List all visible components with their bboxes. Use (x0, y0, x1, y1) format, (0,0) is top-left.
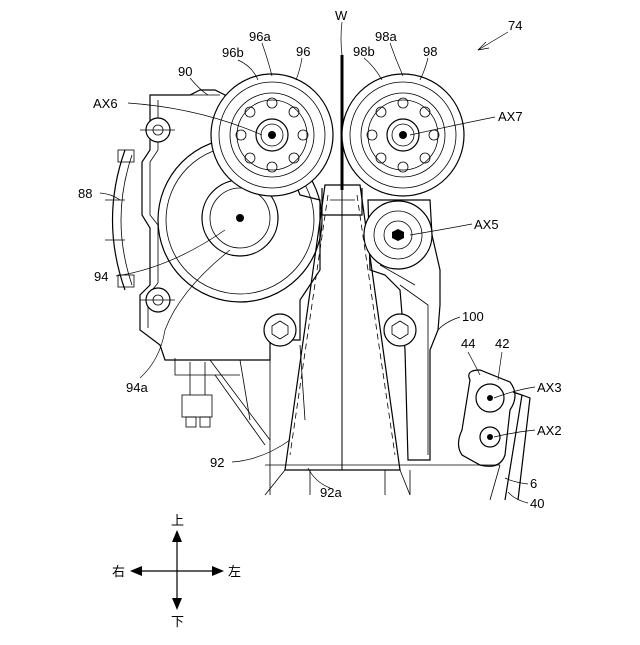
link-42-44 (459, 370, 516, 466)
label-94a: 94a (126, 380, 148, 395)
direction-down: 下 (171, 615, 184, 630)
label-ax5: AX5 (474, 217, 499, 232)
label-ax6: AX6 (93, 96, 118, 111)
label-6: 6 (530, 476, 537, 491)
label-44: 44 (461, 336, 475, 351)
label-96b: 96b (222, 45, 244, 60)
label-100: 100 (462, 309, 484, 324)
label-ax7: AX7 (498, 109, 523, 124)
label-w: W (335, 8, 348, 23)
direction-right: 右 (112, 565, 125, 580)
direction-left: 左 (228, 565, 241, 580)
label-98b: 98b (353, 44, 375, 59)
label-88: 88 (78, 186, 92, 201)
label-92a: 92a (320, 485, 342, 500)
direction-up: 上 (171, 514, 184, 529)
label-ax3: AX3 (537, 380, 562, 395)
label-40: 40 (530, 496, 544, 511)
label-96: 96 (296, 44, 310, 59)
roller-96 (211, 74, 333, 196)
direction-indicator: 上 下 右 左 (112, 514, 241, 630)
label-74: 74 (508, 18, 522, 33)
cover-88 (105, 150, 134, 290)
roller-98 (342, 74, 464, 196)
roller-ax5 (364, 201, 432, 269)
label-98: 98 (423, 44, 437, 59)
label-92: 92 (210, 455, 224, 470)
label-94: 94 (94, 269, 108, 284)
label-42: 42 (495, 336, 509, 351)
label-ax2: AX2 (537, 423, 562, 438)
label-90: 90 (178, 64, 192, 79)
label-98a: 98a (375, 29, 397, 44)
label-96a: 96a (249, 29, 271, 44)
